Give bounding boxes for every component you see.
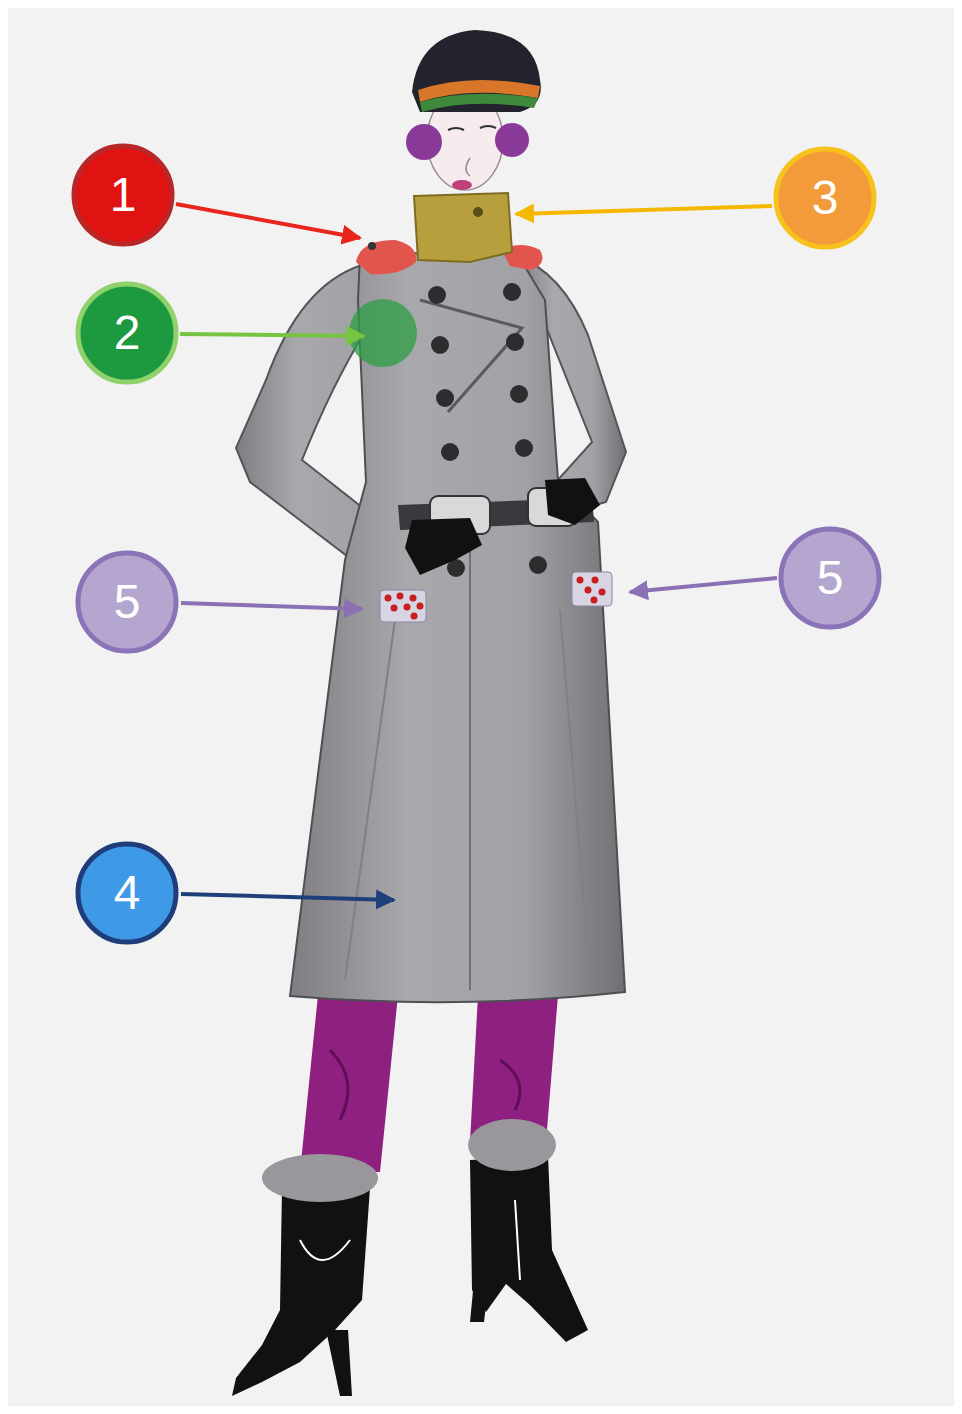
leader-arrow — [516, 206, 772, 214]
coat-body — [290, 250, 625, 1002]
pocket-dot — [591, 597, 598, 604]
fur-cuff — [262, 1154, 378, 1202]
coat-fold — [560, 610, 590, 980]
pocket-dot — [417, 603, 424, 610]
coat-front-seam — [469, 530, 471, 990]
coat-lapel — [420, 300, 522, 412]
leader-arrow — [181, 603, 362, 609]
leader-arrow — [181, 894, 394, 900]
fur-cuff — [468, 1119, 556, 1171]
pocket-dot — [599, 589, 606, 596]
pocket-dot — [410, 595, 417, 602]
callout-number: 2 — [75, 281, 179, 385]
pocket-dot — [385, 595, 392, 602]
left-boot-heel — [326, 1330, 352, 1396]
collar-button — [473, 207, 483, 217]
right-boot-heel — [470, 1260, 490, 1322]
nose — [466, 158, 470, 176]
pocket-dot — [577, 577, 584, 584]
pocket-dot — [391, 605, 398, 612]
callout-number: 4 — [75, 841, 179, 945]
leader-arrow — [176, 204, 360, 238]
left-trouser-leg — [300, 995, 398, 1172]
trouser-fold — [500, 1060, 520, 1110]
pocket-dot — [404, 604, 411, 611]
callout-number: 5 — [778, 526, 882, 630]
callout-number: 3 — [773, 146, 877, 250]
cap — [412, 30, 541, 112]
boot-highlight — [300, 1240, 350, 1260]
background-panel — [8, 8, 954, 1406]
coat-button — [503, 283, 521, 301]
chest-highlight — [349, 299, 417, 367]
earmuff — [495, 123, 529, 157]
coat-fold — [345, 620, 395, 980]
coat-button — [431, 336, 449, 354]
right-glove — [545, 478, 600, 525]
boot-highlight — [515, 1200, 520, 1280]
leader-arrow — [180, 334, 364, 336]
pocket-dot — [397, 593, 404, 600]
coat-button — [506, 333, 524, 351]
lips — [452, 180, 472, 190]
left-boot — [232, 1188, 370, 1396]
coat-button — [515, 439, 533, 457]
callout-number: 1 — [71, 143, 175, 247]
left-glove — [405, 518, 482, 575]
callout-number: 5 — [75, 550, 179, 654]
coat-button — [428, 286, 446, 304]
callout-number: 3 — [773, 146, 877, 250]
high-collar — [414, 193, 512, 262]
eye — [480, 126, 496, 128]
pocket-dot — [585, 587, 592, 594]
callout-number: 5 — [75, 550, 179, 654]
right-boot — [470, 1155, 588, 1342]
pocket-flap — [380, 590, 426, 622]
coat-button — [510, 385, 528, 403]
pocket-dot — [411, 613, 418, 620]
coat-button — [529, 556, 547, 574]
earmuff — [406, 124, 442, 160]
callout-number: 1 — [71, 143, 175, 247]
eye — [448, 128, 464, 130]
leader-arrow — [630, 578, 777, 592]
coat-button — [436, 389, 454, 407]
epaulette-button — [368, 242, 376, 250]
epaulette — [356, 240, 416, 274]
callout-number: 5 — [778, 526, 882, 630]
cap-band — [420, 94, 538, 112]
pocket-dot — [592, 577, 599, 584]
coat-button — [441, 443, 459, 461]
callout-number: 4 — [75, 841, 179, 945]
pocket-flap — [572, 572, 612, 606]
trouser-fold — [330, 1050, 348, 1120]
callout-number: 2 — [75, 281, 179, 385]
